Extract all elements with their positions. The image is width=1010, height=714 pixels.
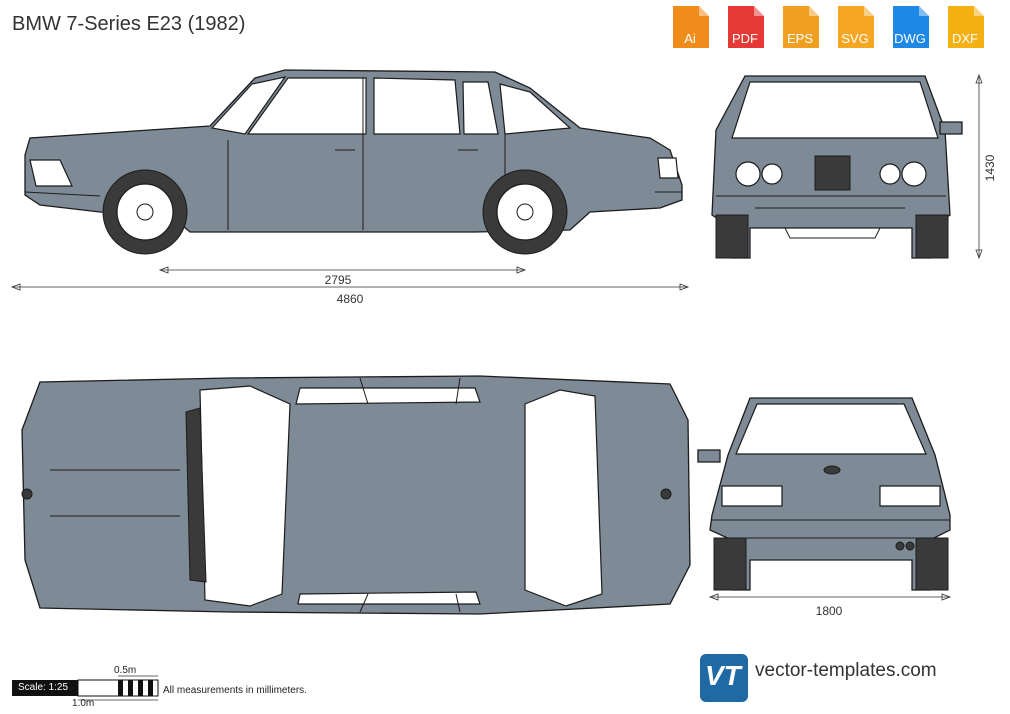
dwg-file-icon[interactable]: DWG bbox=[887, 4, 933, 50]
wheelbase-dimension: 2795 bbox=[325, 273, 352, 287]
ai-file-icon[interactable]: Ai bbox=[667, 4, 713, 50]
scale-half-label: 0.5m bbox=[114, 665, 137, 676]
format-label: DXF bbox=[952, 31, 978, 46]
format-label: PDF bbox=[732, 31, 758, 46]
measurement-note: All measurements in millimeters. bbox=[163, 685, 307, 696]
format-label: SVG bbox=[841, 31, 869, 46]
vt-logo-text: VT bbox=[705, 660, 741, 691]
pdf-file-icon[interactable]: PDF bbox=[722, 4, 768, 50]
format-label: Ai bbox=[684, 31, 696, 46]
width-dimension: 1800 bbox=[816, 604, 843, 618]
format-label: EPS bbox=[786, 31, 813, 46]
scale-bar bbox=[77, 675, 159, 701]
top-view bbox=[21, 375, 691, 615]
page-title: BMW 7-Series E23 (1982) bbox=[12, 13, 246, 35]
eps-file-icon[interactable]: EPS bbox=[777, 4, 823, 50]
scale-full-label: 1.0m bbox=[72, 698, 95, 709]
side-view: 2795 4860 bbox=[10, 69, 690, 306]
front-view: 1430 bbox=[711, 73, 997, 260]
dxf-file-icon[interactable]: DXF bbox=[942, 4, 988, 50]
format-label: DWG bbox=[894, 31, 926, 46]
brand-site-link[interactable]: vector-templates.com bbox=[755, 660, 937, 681]
svg-file-icon[interactable]: SVG bbox=[832, 4, 878, 50]
rear-view: 1800 bbox=[697, 397, 952, 618]
vt-logo-icon[interactable]: VT bbox=[700, 654, 748, 702]
height-dimension: 1430 bbox=[983, 154, 997, 181]
length-dimension: 4860 bbox=[337, 292, 364, 306]
scale-label: Scale: 1:25 bbox=[12, 680, 78, 696]
